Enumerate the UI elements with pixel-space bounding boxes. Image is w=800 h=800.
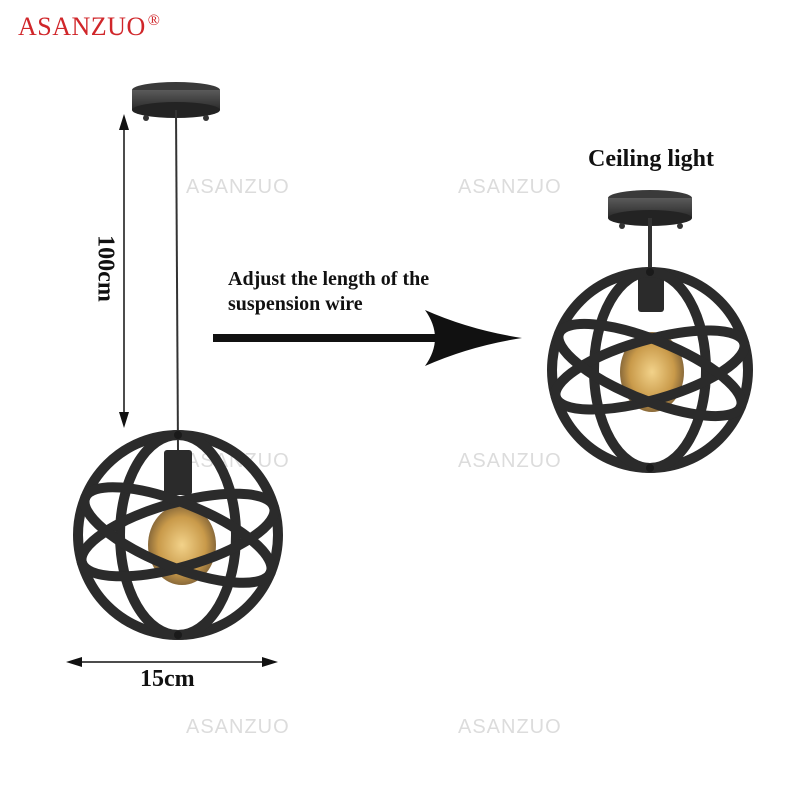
- adjust-wire-caption-line1: Adjust the length of the: [228, 268, 430, 290]
- watermark: ASANZUO: [458, 176, 562, 198]
- transition-arrow: [213, 310, 522, 366]
- pendant-light: [73, 82, 283, 640]
- width-label: 15cm: [140, 666, 195, 692]
- width-dimension-arrow: [66, 657, 278, 667]
- suspension-wire: [175, 109, 179, 451]
- socket: [164, 450, 192, 495]
- height-label: 100cm: [92, 235, 119, 302]
- watermark: ASANZUO: [186, 176, 290, 198]
- watermark: ASANZUO: [458, 716, 562, 738]
- brand-name: ASANZUO: [18, 12, 146, 41]
- height-dimension-arrow: [119, 114, 129, 428]
- watermark: ASANZUO: [186, 716, 290, 738]
- orbit-cage: [73, 430, 283, 640]
- adjust-wire-caption-line2: suspension wire: [228, 293, 363, 315]
- ceiling-light-label: Ceiling light: [588, 146, 715, 172]
- watermark: ASANZUO: [458, 450, 562, 472]
- registered-mark: ®: [147, 12, 161, 29]
- brand-logo: ASANZUO®: [18, 12, 160, 42]
- ceiling-light: [547, 190, 753, 473]
